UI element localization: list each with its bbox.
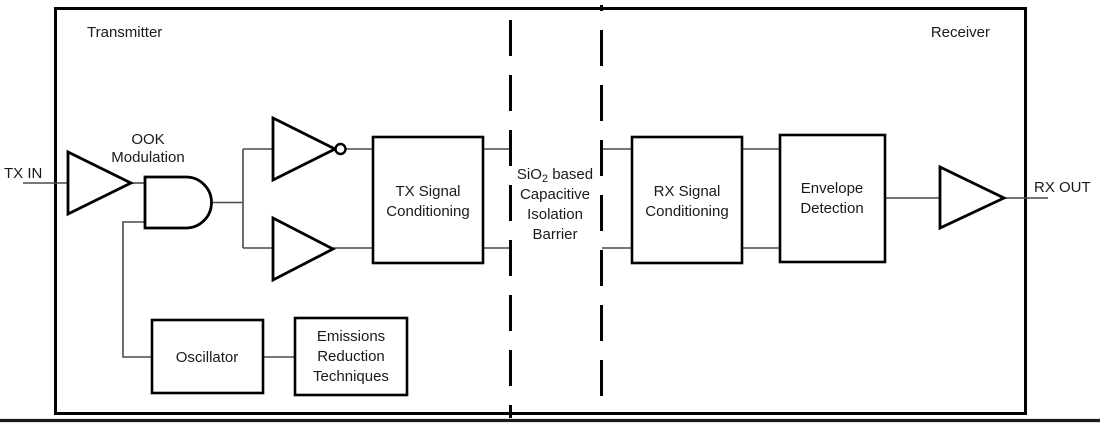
envelope-detection-box	[778, 133, 887, 264]
oscillator-box	[150, 318, 265, 395]
barrier-label-line2: Capacitive	[520, 186, 590, 203]
envelope-detection-line1: Envelope	[801, 180, 864, 197]
ook-and-gate	[143, 175, 213, 230]
isolation-barrier-label: SiO2 based Capacitive Isolation Barrier	[517, 166, 593, 243]
inverting-driver-triangle	[271, 115, 339, 183]
envelope-detection-line2: Detection	[800, 200, 863, 217]
emissions-reduction-box	[293, 316, 409, 397]
emissions-reduction-line2: Reduction	[317, 348, 385, 365]
rx-signal-conditioning-block: RX Signal Conditioning	[630, 135, 744, 265]
input-buffer-triangle	[66, 149, 135, 217]
ook-label-line2: Modulation	[111, 149, 184, 166]
barrier-label-line4: Barrier	[532, 226, 577, 243]
tx-signal-conditioning-line2: Conditioning	[386, 203, 469, 220]
receiver-region-label: Receiver	[931, 24, 990, 41]
barrier-label-line1: SiO2 based	[517, 166, 593, 185]
rx-signal-conditioning-line1: RX Signal	[654, 183, 721, 200]
rx-out-port-label: RX OUT	[1034, 179, 1091, 196]
oscillator-block: Oscillator	[150, 318, 265, 395]
tx-signal-conditioning-block: TX Signal Conditioning	[371, 135, 485, 265]
wire-oscillator-feedback	[122, 221, 152, 358]
oscillator-label: Oscillator	[176, 349, 239, 366]
emissions-reduction-block: Emissions Reduction Techniques	[293, 316, 409, 397]
tx-signal-conditioning-line1: TX Signal	[395, 183, 460, 200]
barrier-label-line3: Isolation	[527, 206, 583, 223]
transmitter-region-label: Transmitter	[87, 24, 162, 41]
envelope-detection-block: Envelope Detection	[778, 133, 887, 264]
wires	[23, 148, 1048, 358]
rx-signal-conditioning-line2: Conditioning	[645, 203, 728, 220]
tx-in-port-label: TX IN	[4, 165, 42, 182]
ook-label-line1: OOK	[131, 131, 164, 148]
emissions-reduction-line3: Techniques	[313, 368, 389, 385]
noninverting-driver-triangle	[271, 215, 337, 283]
emissions-reduction-line1: Emissions	[317, 328, 385, 345]
device-outline	[54, 7, 1027, 415]
rx-signal-conditioning-box	[630, 135, 744, 265]
inverter-bubble	[334, 142, 347, 156]
output-buffer-triangle	[938, 164, 1008, 231]
ook-modulation-label: OOK Modulation	[111, 131, 184, 166]
tx-signal-conditioning-box	[371, 135, 485, 265]
